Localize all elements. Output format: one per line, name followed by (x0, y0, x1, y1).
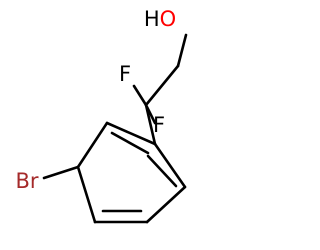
bond-ring-br (42, 165, 80, 180)
bond-ch2-oh (176, 33, 188, 68)
ring-bond-5 (145, 185, 187, 224)
molecule-structure-canvas: HO F F Br (15, 7, 188, 224)
bromine-label: Br (15, 169, 38, 193)
bond-cf2-ch2 (144, 64, 180, 107)
ring-bond-1 (105, 121, 157, 146)
bonds (42, 33, 188, 224)
fluorine-label-upper: F (119, 62, 131, 86)
molecule-diagram: HO F F Br (15, 7, 188, 224)
bond-cf2-ring (144, 103, 157, 146)
bond-c-f1 (132, 84, 148, 107)
ring-bond-3 (76, 165, 97, 224)
ring-bond-6 (153, 142, 187, 189)
ring-double-bond-1 (110, 131, 150, 155)
hydroxyl-label: HO (144, 7, 176, 31)
fluorine-label-lower: F (153, 113, 165, 137)
atom-labels: HO F F Br (15, 7, 176, 193)
ring-bond-2 (76, 121, 109, 169)
ring-double-bond-3 (146, 154, 178, 188)
